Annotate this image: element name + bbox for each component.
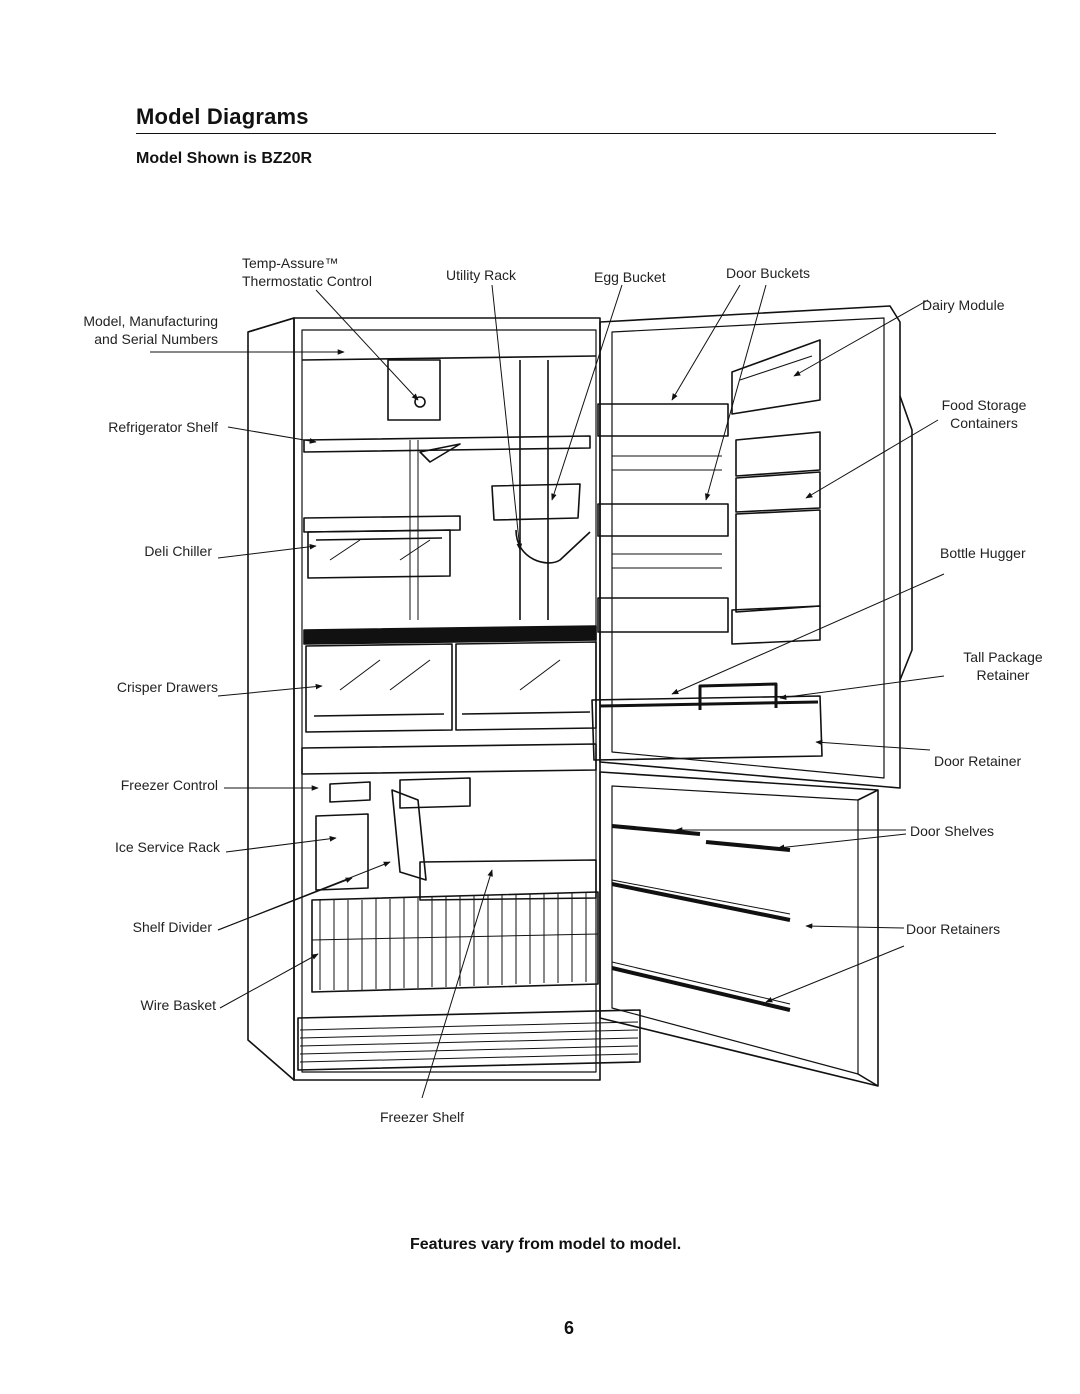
ice-service-rack (315, 813, 369, 891)
label-bottle-hugger: Bottle Hugger (940, 545, 1026, 561)
crisper-drawer-right (455, 641, 597, 731)
wire-basket (311, 891, 599, 993)
label-dairy-module: Dairy Module (922, 297, 1005, 313)
label-wire-basket: Wire Basket (140, 997, 216, 1013)
door-handle (899, 395, 913, 681)
label-utility-rack: Utility Rack (446, 267, 517, 283)
door-bucket-upper (597, 403, 729, 437)
door-shelf-1 (611, 824, 701, 836)
label-food-storage: Food Storage Containers (941, 397, 1027, 431)
label-model-numbers: Model, Manufacturing and Serial Numbers (83, 313, 218, 347)
page-title: Model Diagrams (136, 104, 309, 129)
cabinet-outline (247, 317, 295, 1081)
deli-chiller (307, 529, 451, 579)
features-note: Features vary from model to model. (410, 1236, 682, 1253)
label-refrigerator-shelf: Refrigerator Shelf (108, 419, 218, 435)
label-egg-bucket: Egg Bucket (594, 269, 666, 285)
label-crisper-drawers: Crisper Drawers (116, 679, 218, 695)
thermostatic-control (387, 359, 441, 421)
bottle-hugger (731, 605, 821, 645)
door-shelf-4 (611, 966, 791, 1012)
label-deli-chiller: Deli Chiller (144, 543, 212, 559)
label-door-buckets: Door Buckets (726, 265, 811, 281)
model-subtitle: Model Shown is BZ20R (136, 150, 313, 167)
tall-package-retainer (698, 682, 778, 710)
food-storage-container-upper (735, 431, 821, 477)
refrigerator-shelf (303, 435, 591, 453)
door-retainer-bin (591, 695, 823, 761)
label-door-retainer: Door Retainer (934, 753, 1022, 769)
fridge-door (599, 305, 901, 789)
egg-bucket (515, 529, 591, 564)
door-bucket-lower (597, 597, 729, 633)
utility-rack (491, 483, 581, 521)
door-shelf-3 (611, 882, 791, 922)
freezer-shelf (419, 859, 597, 901)
door-shelf-2 (705, 840, 791, 852)
label-ice-service-rack: Ice Service Rack (114, 839, 220, 855)
page-number: 6 (564, 1318, 575, 1338)
label-freezer-shelf: Freezer Shelf (380, 1109, 465, 1125)
food-storage-container-lower (735, 471, 821, 513)
mullion (301, 743, 597, 775)
cabinet-front-frame (293, 317, 601, 1081)
door-bucket-middle (597, 503, 729, 537)
label-shelf-divider: Shelf Divider (132, 919, 212, 935)
label-temp-assure: Temp-Assure™ Thermostatic Control (242, 255, 372, 289)
freezer-door (599, 771, 879, 1087)
freezer-control (329, 781, 371, 803)
label-door-retainers: Door Retainers (906, 921, 1001, 937)
title-rule (136, 133, 996, 134)
label-tall-package: Tall Package Retainer (963, 649, 1043, 683)
label-door-shelves: Door Shelves (910, 823, 995, 839)
crisper-drawer-left (305, 643, 453, 733)
label-freezer-control: Freezer Control (120, 777, 218, 793)
kick-plate (297, 1009, 641, 1071)
dairy-module (731, 339, 821, 415)
